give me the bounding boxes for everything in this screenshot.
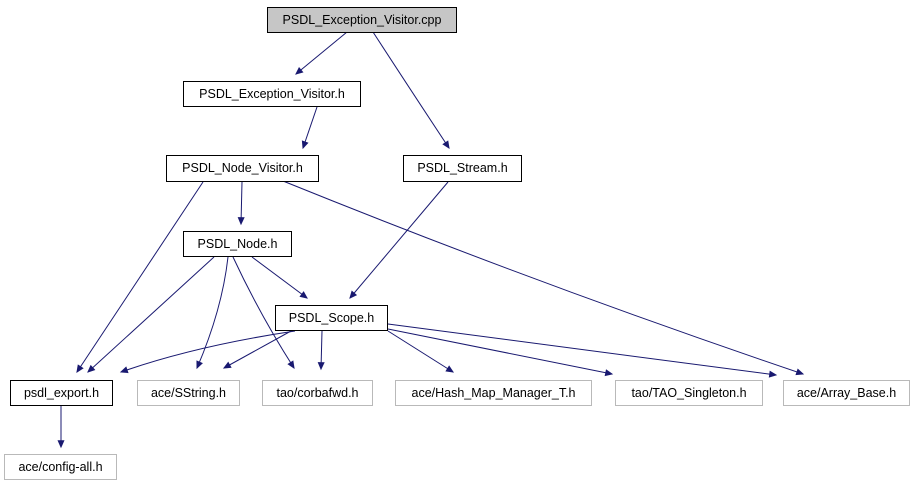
edge-scope-h-to-sstring-h xyxy=(222,330,292,369)
edge-node-visitor-h-to-psdl-export-h xyxy=(76,181,204,374)
node-tao-corbafwd-h: tao/corbafwd.h xyxy=(262,380,373,406)
node-tao-tao-singleton-h: tao/TAO_Singleton.h xyxy=(615,380,763,406)
edge-node-h-to-corbafwd-h xyxy=(232,256,295,370)
node-psdl-node-h[interactable]: PSDL_Node.h xyxy=(183,231,292,257)
edge-cpp-to-stream-h xyxy=(372,31,450,150)
edge-node-h-to-psdl-export-h xyxy=(87,256,215,373)
edge-scope-h-to-psdl-export-h xyxy=(119,330,296,374)
edge-scope-h-to-corbafwd-h xyxy=(317,330,325,371)
node-psdl-exception-visitor-cpp: PSDL_Exception_Visitor.cpp xyxy=(267,7,457,33)
node-psdl-exception-visitor-h[interactable]: PSDL_Exception_Visitor.h xyxy=(183,81,361,107)
node-psdl-stream-h[interactable]: PSDL_Stream.h xyxy=(403,155,522,182)
edge-exception-visitor-h-to-node-visitor-h xyxy=(301,106,318,150)
edge-stream-h-to-scope-h xyxy=(349,181,449,299)
edge-scope-h-to-hash-map-manager-h xyxy=(387,330,455,373)
node-ace-sstring-h: ace/SString.h xyxy=(137,380,240,406)
edge-scope-h-to-array-base-h xyxy=(387,323,778,378)
node-ace-hash-map-manager-t-h: ace/Hash_Map_Manager_T.h xyxy=(395,380,592,406)
edge-node-h-to-sstring-h xyxy=(196,256,229,370)
node-psdl-export-h[interactable]: psdl_export.h xyxy=(10,380,113,406)
edge-node-visitor-h-to-node-h xyxy=(237,181,245,226)
node-psdl-node-visitor-h[interactable]: PSDL_Node_Visitor.h xyxy=(166,155,319,182)
node-ace-array-base-h: ace/Array_Base.h xyxy=(783,380,910,406)
edge-scope-h-to-tao-singleton-h xyxy=(387,328,614,377)
edge-node-h-to-scope-h xyxy=(251,256,308,299)
edge-cpp-to-exception-visitor-h xyxy=(295,31,348,75)
edge-node-visitor-h-to-array-base-h xyxy=(282,180,805,376)
node-psdl-scope-h[interactable]: PSDL_Scope.h xyxy=(275,305,388,331)
node-ace-config-all-h: ace/config-all.h xyxy=(4,454,117,480)
